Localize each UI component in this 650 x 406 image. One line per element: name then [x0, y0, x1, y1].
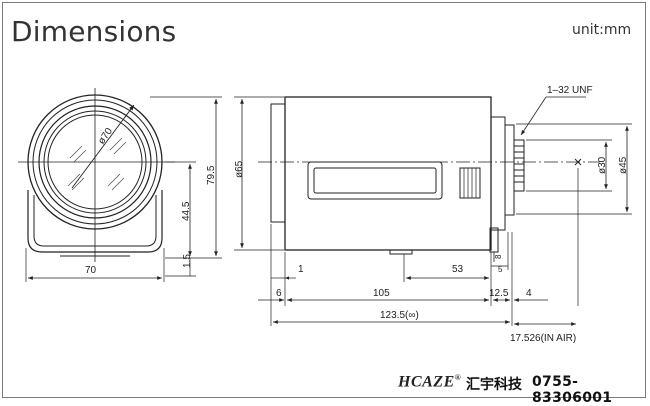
unit-label: unit:mm — [572, 22, 632, 38]
front-height-label: 79.5 — [206, 165, 217, 185]
side-thread — [513, 139, 525, 192]
side-flange-diameter-label: ø30 — [597, 156, 608, 174]
side-body-diameter-label: ø65 — [234, 160, 245, 178]
side-dim-12-5-label: 12.5 — [489, 288, 509, 299]
front-diameter-label: ø70 — [96, 126, 115, 147]
company-phone: 0755-83306001 — [532, 374, 613, 406]
company-logo: HCAZE® — [398, 373, 461, 391]
front-mount-label: 44.5 — [181, 201, 192, 221]
company-name: 汇宇科技 — [466, 377, 522, 393]
side-dim-5-label: 5 — [498, 265, 503, 274]
logo-registered-mark: ® — [454, 373, 462, 382]
side-dim-4-label: 4 — [526, 288, 532, 299]
side-thread-label: 1–32 UNF — [547, 85, 593, 96]
logo-wordmark: HCAZE — [398, 373, 455, 391]
diameter-leader — [71, 104, 135, 189]
side-knob-grooves — [463, 168, 477, 198]
side-knob — [459, 167, 481, 199]
front-base-label: 1.5 — [182, 254, 193, 268]
side-rear-step-2 — [504, 124, 515, 216]
focal-point-mark — [574, 158, 582, 166]
side-dim-53-label: 53 — [452, 264, 464, 275]
front-view — [18, 88, 222, 282]
side-slot-inner — [313, 167, 437, 194]
side-dim-105-label: 105 — [373, 288, 390, 299]
thread-leader — [520, 96, 547, 136]
side-bottom-nub — [389, 249, 413, 255]
front-width-label: 70 — [85, 265, 97, 276]
side-view — [234, 96, 632, 326]
side-outer-diameter-label: ø45 — [618, 156, 629, 174]
side-dim-6-label: 6 — [276, 288, 282, 299]
side-dim-123-5-label: 123.5(∞) — [380, 310, 419, 321]
glass-reflection-marks — [67, 137, 127, 191]
side-dim-1-label: 1 — [298, 264, 304, 275]
side-front-cap — [270, 103, 286, 223]
side-dim-17-526-label: 17.526(IN AIR) — [510, 333, 576, 344]
page-title: Dimensions — [11, 15, 177, 48]
frame-border — [2, 2, 646, 398]
side-rear-step-1 — [490, 116, 506, 231]
side-dim-8-label: 8 — [494, 254, 503, 259]
